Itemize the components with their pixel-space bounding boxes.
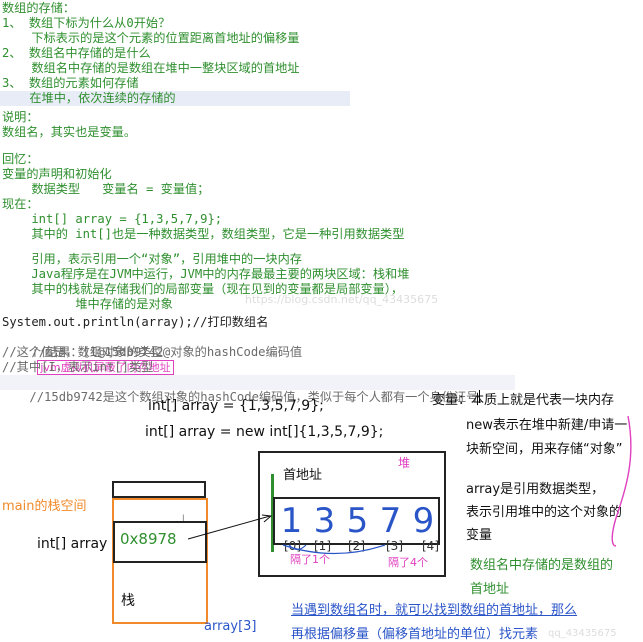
heap-label: 堆: [398, 456, 411, 470]
offset-arc-2: [282, 544, 386, 555]
small-mark: I: [182, 514, 185, 524]
note-line: 其中的 int[]也是一种数据类型，数组类型，它是一种引用数据类型: [2, 227, 405, 241]
note-line: int[] array = {1,3,5,7,9};: [2, 212, 223, 226]
note-line: 数据类型 变量名 = 变量值；: [2, 182, 210, 196]
note-line: Java程序是在JVM中运行，JVM中的内存最最主要的两块区域：栈和堆: [2, 267, 410, 281]
code-print-line: System.out.println(array);//打印数组名: [2, 315, 269, 329]
note-line: 数组名，其实也是变量。: [2, 125, 137, 139]
comment-value: //这个值是，数组对象的类型@对象的hashCode编码值: [2, 345, 303, 359]
note-line: 其中的栈就是存储我们的局部变量（现在见到的变量都是局部变量），: [2, 282, 404, 296]
array-cell-3: 7: [379, 501, 402, 541]
stack-variable-box: [113, 521, 207, 563]
array-index-4: [4]: [422, 539, 439, 553]
note-line: 3、 数组的元素如何存储: [2, 76, 139, 90]
stack-label: 栈: [121, 593, 135, 609]
note-line: 说明：: [2, 110, 39, 124]
declaration-static: int[] array = {1,3,5,7,9};: [148, 398, 324, 414]
offset-1-label: 隔了1个: [290, 553, 330, 566]
comment-type: //其中[I，表示int[]类型: [2, 360, 154, 374]
note-line: 2、 数组名中存储的是什么: [2, 46, 151, 60]
stack-top-box: [112, 481, 206, 498]
jvm-note: jvm虚拟机屏蔽了内存地址: [37, 360, 174, 375]
diagram-arrows: [187, 415, 632, 555]
note-line-highlighted: 在堆中，依次连续的存储的: [0, 91, 350, 106]
stack-space-label: main的栈空间: [2, 499, 87, 514]
green-note-1: 数组名中存储的是数组的: [470, 558, 614, 573]
green-note-2: 首地址: [470, 582, 510, 597]
declaration-new: int[] array = new int[]{1,3,5,7,9};: [145, 424, 384, 440]
note-line: 回忆：: [2, 152, 39, 166]
first-address-marker: [271, 474, 274, 552]
notes-panel: 数组的存储： 1、 数组下标为什么从0开始？ 下标表示的是这个元素的位置距离首地…: [0, 1, 515, 404]
note-line: 引用，表示引用一个“对象”，引用堆中的一块内存: [2, 252, 302, 266]
ref-explain-2: 表示引用堆中的这个对象的: [466, 505, 623, 520]
array-cell-2: 5: [346, 501, 369, 541]
reference-arrowhead: [261, 514, 273, 523]
comment-hash-text: //15db9742是这个数组对象的hashCode编码值，类似于每个人都有一个…: [29, 390, 479, 404]
var-explain-brace: [611, 415, 632, 547]
var-explain-1: 变量：本质上就是代表一块内存: [432, 393, 615, 408]
offset-4-label: 隔了4个: [388, 556, 428, 569]
array-index-3: [3]: [386, 539, 403, 553]
blue-note-2: 再根据偏移量（偏移首地址的单位）找元素: [291, 627, 539, 642]
array-index-1: [1]: [314, 539, 331, 553]
note-line: 下标表示的是这个元素的位置距离首地址的偏移量: [2, 31, 300, 45]
note-line: 1、 数组下标为什么从0开始？: [2, 16, 171, 30]
var-explain-2: new表示在堆中新建/申请一: [466, 418, 628, 433]
ref-explain-1: array是引用数据类型，: [466, 482, 605, 497]
array-cell-0: 1: [280, 501, 303, 541]
array-cell-4: 9: [412, 501, 435, 541]
result-comment: //结果：[I@15db9742 jvm虚拟机屏蔽了内存地址: [2, 330, 174, 375]
array-row-box: [273, 497, 440, 545]
note-line: 堆中存储的是对象: [2, 297, 173, 311]
blue-note-1: 当遇到数组名时，就可以找到数组的首地址，那么: [291, 603, 578, 618]
watermark-bottom: qq_43435675: [548, 628, 617, 639]
first-address-label: 首地址: [283, 468, 323, 483]
note-line: 现在：: [2, 197, 39, 211]
note-line: 数组名中存储的是数组在堆中一整块区域的首地址: [2, 61, 300, 75]
result-comment-text: //结果：[I@15db9742: [31, 345, 164, 359]
note-line: 变量的声明和初始化: [2, 167, 112, 181]
address-value: 0x8978: [120, 530, 177, 548]
ref-explain-3: 变量: [466, 528, 493, 543]
note-line: 数组的存储：: [2, 1, 76, 15]
memory-diagram: int[] array = {1,3,5,7,9}; int[] array =…: [0, 293, 643, 642]
array-access-label: array[3]: [204, 619, 257, 634]
variable-name: int[] array: [37, 536, 108, 552]
reference-arrow: [187, 515, 271, 540]
watermark-mid: https://blog.csdn.net/qq_43435675: [245, 293, 439, 306]
array-cell-1: 3: [313, 501, 336, 541]
text-cursor: [479, 390, 481, 403]
comment-hash: //15db9742是这个数组对象的hashCode编码值，类似于每个人都有一个…: [0, 375, 515, 404]
array-index-2: [2]: [348, 539, 365, 553]
var-explain-3: 块新空间，用来存储“对象”: [466, 442, 623, 457]
heap-box: [258, 451, 446, 577]
